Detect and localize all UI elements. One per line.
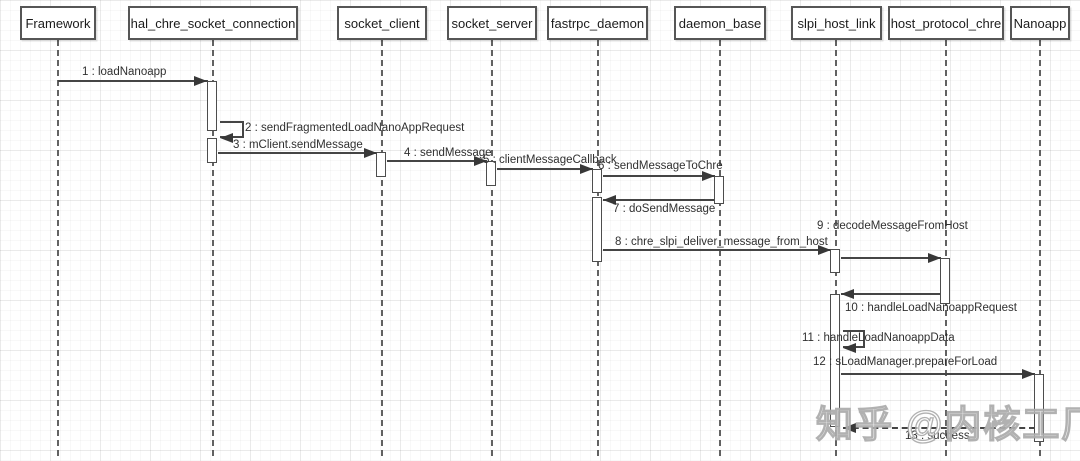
message-label: 7 : doSendMessage [613,203,716,215]
message-line [497,168,593,170]
participant-label: Nanoapp [1013,15,1067,31]
activation-bar [1034,374,1044,442]
participant-label: fastrpc_daemon [550,15,645,31]
activation-bar [592,169,602,193]
message-label: 9 : decodeMessageFromHost [817,220,968,232]
message-line [603,199,715,201]
message-label: 11 : handleLoadNanoappData [802,332,955,344]
arrowhead-icon [843,343,856,353]
participant-fastrpc-daemon: fastrpc_daemon [547,6,648,40]
message-line [387,160,487,162]
message-label: 6 : sendMessageToChre [598,160,723,172]
participant-label: Framework [25,15,91,31]
activation-bar [940,258,950,304]
participant-label: host_protocol_chre [890,15,1002,31]
arrowhead-icon [928,253,941,263]
arrowhead-icon [818,245,831,255]
arrowhead-icon [1022,369,1035,379]
participant-host-protocol-chre: host_protocol_chre [888,6,1004,40]
participant-daemon-base: daemon_base [674,6,766,40]
arrowhead-icon [474,156,487,166]
message-label: 1 : loadNanoapp [82,66,167,78]
message-label: 2 : sendFragmentedLoadNanoAppRequest [245,122,465,134]
lifeline-nanoapp [1039,40,1041,456]
activation-bar [207,81,217,131]
participant-label: slpi_host_link [797,15,876,31]
lifeline-hal-chre-socket-connection [212,40,214,456]
activation-bar [207,138,217,163]
lifeline-slpi-host-link [835,40,837,456]
message-label: 10 : handleLoadNanoappRequest [845,302,1018,314]
participant-framework: Framework [20,6,96,40]
activation-bar [714,176,724,204]
participant-label: socket_client [344,15,420,31]
activation-bar [592,197,602,262]
message-line [603,249,831,251]
message-line [841,257,941,259]
zhihu-watermark: 知乎 @内核工厂 [815,403,1080,445]
activation-bar [376,152,386,177]
message-line [841,293,941,295]
message-label: 3 : mClient.sendMessage [233,139,363,151]
message-label: 13 : sucdess [905,430,970,442]
participant-label: daemon_base [678,15,762,31]
message-line [841,373,1035,375]
message-line [58,80,208,82]
arrowhead-icon [364,148,377,158]
participant-label: socket_server [451,15,533,31]
activation-bar [486,161,496,186]
participant-socket-client: socket_client [337,6,427,40]
message-line [603,175,715,177]
activation-bar [830,249,840,273]
message-line [218,152,377,154]
participant-nanoapp: Nanoapp [1010,6,1070,40]
lifeline-host-protocol-chre [945,40,947,456]
arrowhead-icon [841,289,854,299]
message-label: 5 : clientMessageCallback [483,154,617,166]
arrowhead-icon [603,195,616,205]
participant-hal-chre-socket-connection: hal_chre_socket_connection [128,6,298,40]
activation-bar [830,294,840,427]
lifeline-socket-server [491,40,493,456]
arrowhead-icon [580,164,593,174]
arrowhead-icon [702,171,715,181]
message-label: 4 : sendMessage [404,147,492,159]
participant-socket-server: socket_server [447,6,537,40]
message-label: 8 : chre_slpi_deliver_message_from_host [615,236,828,248]
arrowhead-icon [843,423,856,433]
participant-slpi-host-link: slpi_host_link [791,6,882,40]
arrowhead-icon [220,133,233,143]
lifeline-socket-client [381,40,383,456]
participant-label: hal_chre_socket_connection [130,15,296,31]
lifeline-framework [57,40,59,456]
lifeline-daemon-base [719,40,721,456]
message-label: 12 : sLoadManager.prepareForLoad [813,356,998,368]
arrowhead-icon [194,76,207,86]
message-line [843,427,1035,429]
